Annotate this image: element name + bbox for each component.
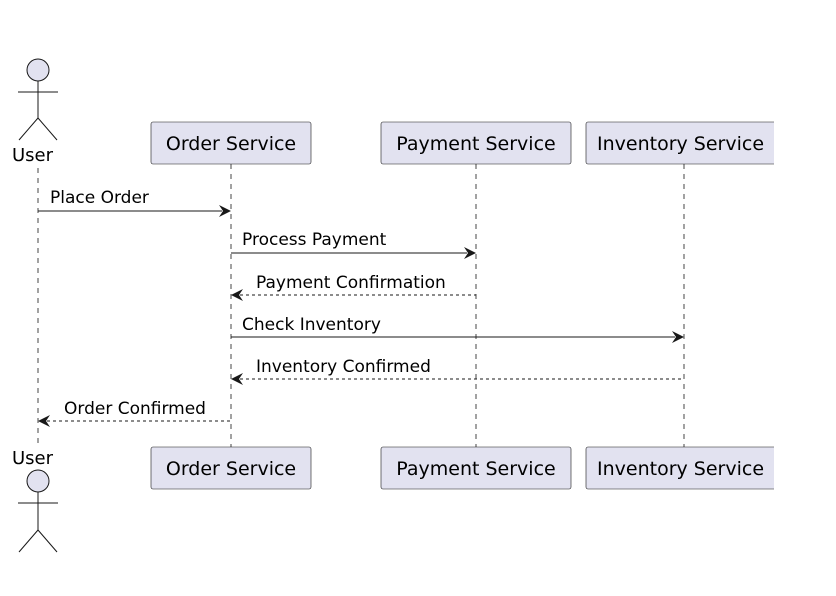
actor-label-bottom: User <box>12 448 54 469</box>
participant-payment-service-top: Payment Service <box>380 121 572 165</box>
message-label: Inventory Confirmed <box>256 357 431 377</box>
participant-label: Order Service <box>166 458 296 480</box>
actor-left-leg-bottom <box>18 529 39 553</box>
participant-payment-service-bottom: Payment Service <box>380 446 572 490</box>
participant-order-service-bottom: Order Service <box>150 446 312 490</box>
actor-user-bottom: User <box>12 448 58 553</box>
participant-box <box>380 446 572 490</box>
participant-inventory-service-top: Inventory Service <box>585 121 782 165</box>
message-label: Process Payment <box>242 230 387 250</box>
message-payment-confirmation: Payment Confirmation <box>231 273 476 301</box>
arrowhead-icon <box>464 247 476 259</box>
arrowhead-icon <box>231 289 243 301</box>
message-process-payment: Process Payment <box>231 230 476 259</box>
actor-right-leg-top <box>37 117 58 141</box>
participant-order-service-top: Order Service <box>150 121 312 165</box>
message-label: Payment Confirmation <box>256 273 446 293</box>
arrowhead-icon <box>231 373 243 385</box>
participant-box <box>380 121 572 165</box>
participant-box <box>150 446 312 490</box>
participant-label: Order Service <box>166 133 296 155</box>
actor-head-bottom <box>26 469 50 493</box>
message-place-order: Place Order <box>38 188 231 217</box>
message-order-confirmed: Order Confirmed <box>38 399 231 427</box>
participant-inventory-service-bottom: Inventory Service <box>585 446 782 490</box>
message-inventory-confirmed: Inventory Confirmed <box>231 357 684 385</box>
message-label: Place Order <box>50 188 149 208</box>
actor-label-top: User <box>12 145 54 166</box>
arrowhead-icon <box>672 331 684 343</box>
message-check-inventory: Check Inventory <box>231 315 684 343</box>
actor-user-top: User <box>12 58 58 166</box>
right-edge-mask <box>774 0 836 596</box>
actor-right-leg-bottom <box>37 529 58 553</box>
arrowhead-icon <box>219 205 231 217</box>
participant-label: Inventory Service <box>597 458 764 480</box>
actor-left-leg-top <box>18 117 39 141</box>
actor-head-top <box>26 58 50 82</box>
participant-label: Inventory Service <box>597 133 764 155</box>
participant-label: Payment Service <box>396 133 555 155</box>
arrowhead-icon <box>38 415 50 427</box>
participant-box <box>150 121 312 165</box>
message-label: Order Confirmed <box>64 399 206 419</box>
message-label: Check Inventory <box>242 315 381 335</box>
participant-label: Payment Service <box>396 458 555 480</box>
